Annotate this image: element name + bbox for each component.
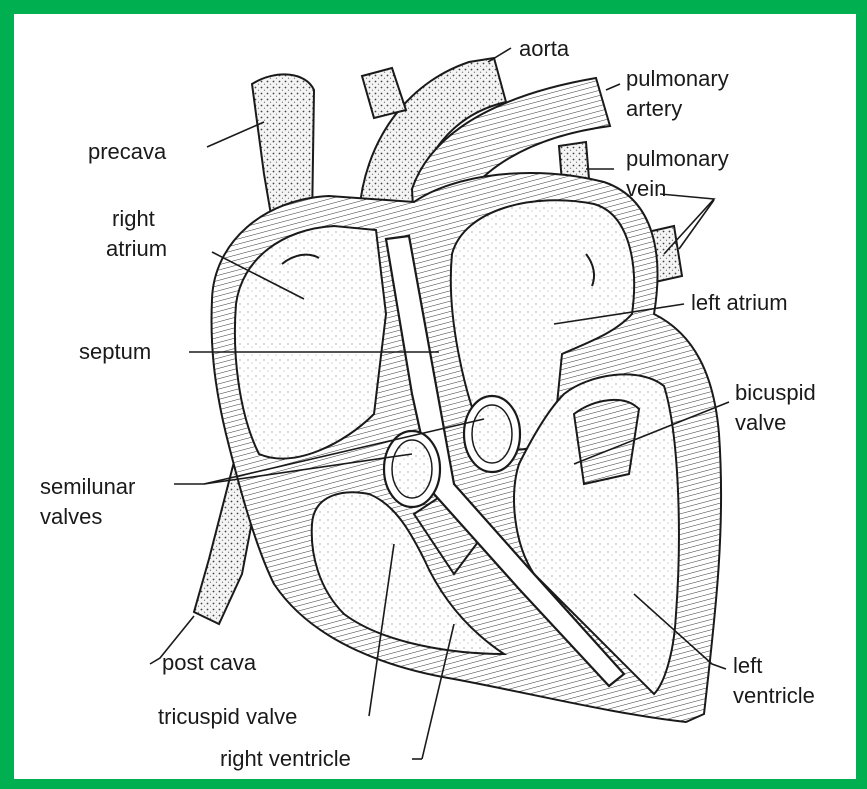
label-septum: septum	[79, 339, 151, 364]
label-semilunar-valves-line1: semilunar	[40, 474, 135, 499]
label-tricuspid-valve: tricuspid valve	[158, 704, 297, 729]
label-left-ventricle-line2: ventricle	[733, 683, 815, 708]
diagram-frame: aorta pulmonary artery precava pulmonary…	[14, 14, 856, 779]
label-pulmonary-vein-line2: vein	[626, 176, 666, 201]
label-right-atrium-line2: atrium	[106, 236, 167, 261]
label-right-atrium-line1: right	[112, 206, 155, 231]
label-precava: precava	[88, 139, 167, 164]
label-left-atrium: left atrium	[691, 290, 788, 315]
label-left-ventricle-line1: left	[733, 653, 762, 678]
label-bicuspid-valve-line1: bicuspid	[735, 380, 816, 405]
label-aorta: aorta	[519, 36, 570, 61]
label-pulmonary-artery-line2: artery	[626, 96, 682, 121]
label-semilunar-valves-line2: valves	[40, 504, 102, 529]
label-right-ventricle: right ventricle	[220, 746, 351, 771]
label-pulmonary-vein-line1: pulmonary	[626, 146, 729, 171]
label-pulmonary-artery-line1: pulmonary	[626, 66, 729, 91]
right-atrium-chamber	[235, 226, 386, 458]
label-bicuspid-valve-line2: valve	[735, 410, 786, 435]
label-post-cava: post cava	[162, 650, 257, 675]
heart-diagram: aorta pulmonary artery precava pulmonary…	[14, 14, 856, 779]
